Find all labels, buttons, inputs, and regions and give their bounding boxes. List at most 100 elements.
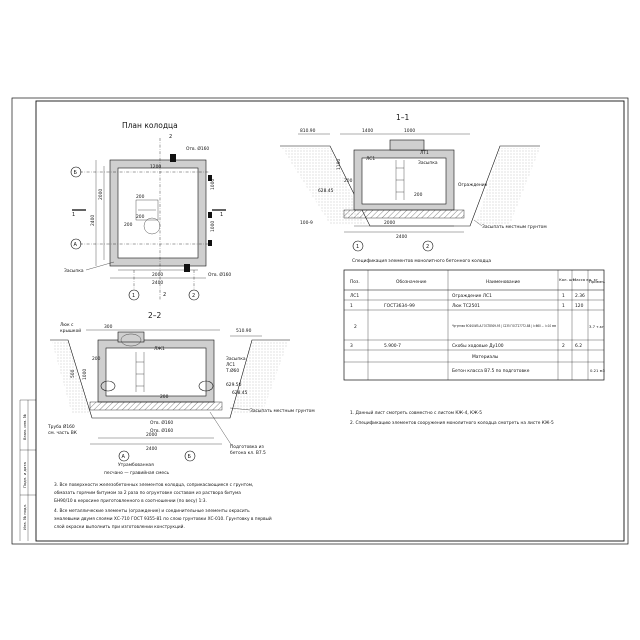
- section11-elev-bottom: 628.45: [318, 188, 334, 194]
- section22-hole-left: Отв. Ø160: [150, 419, 173, 426]
- plan-axis-2: 2: [192, 293, 195, 299]
- section22-fill: Засыпка: [226, 356, 246, 362]
- spec-header-name: Наименование: [486, 279, 520, 285]
- notes-right: 1. Данный лист смотреть совместно с лист…: [350, 409, 554, 426]
- spec-row6-note: 0.21 м3: [590, 368, 606, 373]
- spec-row6-name: Бетон класса В7.5 по подготовке: [452, 368, 530, 374]
- plan-hole-bottom: Отв. Ø160: [208, 271, 231, 278]
- section11-dim-1000: 1000: [404, 128, 415, 134]
- spec-header-mass: Масса ед. кг: [573, 277, 598, 282]
- plan-cut-1-left: 1: [72, 212, 75, 218]
- spec-row4-code: 5.900-7: [384, 343, 401, 349]
- plan-cut-1-right: 1: [220, 212, 223, 218]
- spec-row3-note: 3.7 т.кг: [589, 324, 604, 329]
- plan-axis-a: А: [74, 242, 78, 248]
- plan-title: План колодца: [122, 121, 178, 130]
- spec-header-code: Обозначение: [396, 278, 427, 285]
- plan-dim-2400-v: 2400: [90, 215, 96, 226]
- section22-title: 2–2: [148, 311, 162, 320]
- section22-elev-top: 510.90: [236, 328, 252, 334]
- section-1-1: 1–1 810.90 ЛС1 Засыпка ЛТ1 Ограждение 10…: [280, 113, 547, 252]
- section22-dim-500: 500: [70, 369, 76, 378]
- section11-axis-2: 2: [426, 244, 429, 250]
- section22-dim-2000: 2000: [146, 432, 157, 438]
- inner-frame: [35, 100, 625, 542]
- section11-dim-1400: 1400: [362, 128, 373, 134]
- plan-axis-b: Б: [74, 170, 78, 176]
- spec-row4-pos: 3: [350, 343, 353, 349]
- plan-dim-1200: 1200: [150, 164, 161, 170]
- table-row: 2 Чугунная 9СФ10И5-А-ГОСТ8509-93 | С235 …: [354, 323, 604, 330]
- spec-row2-name: Люк ТС2501: [452, 303, 480, 309]
- section22-elev-right: 629.50: [226, 382, 242, 388]
- spec-row2-code: ГОСТ3634–99: [384, 303, 415, 309]
- note-bottom-3: БН90/10 в керосине приготовленного в соо…: [54, 498, 207, 504]
- section22-axis-a: А: [122, 454, 126, 460]
- plan-dim-1000a: 1000: [210, 179, 216, 190]
- spec-row4-qty: 2: [562, 343, 565, 349]
- spec-row1-name: Ограждение ЛС1: [452, 293, 492, 299]
- section22-pipe-note-1: Труба Ø160: [47, 423, 75, 430]
- section11-title: 1–1: [396, 113, 410, 122]
- plan-dim-1000b: 1000: [210, 221, 216, 232]
- side-stamp: Инв. № подл. Подп. и дата Взам. инв. №: [19, 399, 36, 541]
- plan-view: План колодца 2 2 Отв. Ø160 Отв. Ø160 Б А…: [64, 121, 231, 301]
- section11-dim-1100: 1100: [336, 159, 342, 170]
- table-row: ЛС1 Ограждение ЛС1 1 2.36: [350, 293, 585, 299]
- spec-row4-name: Скобы ходовые Ду100: [452, 342, 504, 349]
- note-bottom-4: 4. Все металлические элементы (ограждени…: [54, 508, 250, 514]
- section11-fill: Засыпка: [418, 160, 438, 166]
- plan-section-mark-bottom: 2: [163, 292, 166, 298]
- plan-dim-200c: 200: [124, 222, 133, 228]
- spec-row1-pos: ЛС1: [350, 293, 359, 299]
- table-row: Бетон класса В7.5 по подготовке 0.21 м3: [452, 368, 606, 374]
- plan-section-mark-top: 2: [169, 134, 172, 140]
- section22-lid2: крышкой: [60, 327, 81, 334]
- spec-title: Спецификация элементов монолитного бетон…: [352, 257, 491, 264]
- plan-dim-2000-v: 2000: [98, 189, 104, 200]
- spec-row4-mass: 6.2: [575, 343, 582, 349]
- section11-dim-2000: 2000: [384, 220, 395, 226]
- spec-table: Спецификация элементов монолитного бетон…: [343, 257, 606, 381]
- section22-dim-2400: 2400: [146, 446, 157, 452]
- section11-100: 100-9: [300, 220, 313, 226]
- table-row: 1 ГОСТ3634–99 Люк ТС2501 1 120: [350, 303, 584, 309]
- section11-elev-top: 810.90: [300, 128, 316, 134]
- section11-dim-2400: 2400: [396, 234, 407, 240]
- section11-ls1: ЛС1: [366, 156, 375, 162]
- table-row: 3 5.900-7 Скобы ходовые Ду100 2 6.2: [350, 342, 582, 349]
- section22-dim-1000: 1000: [82, 369, 88, 380]
- note-bottom-1: 3. Все поверхности железобетонных элемен…: [54, 482, 253, 488]
- section11-note: Засыпать местным грунтом: [482, 224, 547, 230]
- plan-hole-top: Отв. Ø160: [186, 145, 209, 152]
- section22-under-title: Утрамбованная: [118, 461, 154, 468]
- section22-t60: Т.Ø60: [225, 367, 239, 374]
- stamp-replace-label: Взам. инв. №: [22, 414, 27, 440]
- note-right-2: 2. Спецификацию элементов сооружения мон…: [350, 420, 554, 426]
- spec-header-qty: Кол. шт.: [559, 277, 576, 282]
- plan-dim-2400-h: 2400: [152, 280, 163, 286]
- plan-dim-200a: 200: [136, 194, 145, 200]
- section22-base-note-1: Подготовка из: [230, 444, 264, 450]
- spec-header-pos: Поз.: [350, 279, 360, 285]
- table-row: Материалы: [472, 354, 499, 360]
- stamp-sign-label: Подп. и дата: [22, 462, 27, 488]
- section11-dim-200: 200: [344, 178, 353, 184]
- section22-under-sub: песчано — гравийная смесь: [104, 469, 170, 476]
- section22-elev-bottom: 628.45: [232, 390, 248, 396]
- section11-axis-1: 1: [356, 244, 359, 250]
- section11-dim-200b: 200: [414, 192, 423, 198]
- section22-dim-300: 300: [104, 324, 113, 330]
- plan-ground-label: Засыпка: [64, 268, 84, 274]
- section22-ground-note: Засыпать местным грунтом: [250, 408, 315, 414]
- note-bottom-5: эмалевыми двумя слоями ХС-710 ГОСТ 9355-…: [54, 515, 272, 522]
- spec-row3-pos: 2: [354, 324, 357, 330]
- section22-ls1: ЛС1: [226, 362, 235, 368]
- spec-header-note: Примеч.: [589, 279, 605, 284]
- section11-lt1: ЛТ1: [420, 150, 429, 156]
- section22-lzh1: ЛЖ1: [154, 346, 165, 352]
- spec-row2-qty: 1: [562, 303, 565, 309]
- spec-row1-mass: 2.36: [575, 293, 585, 299]
- section22-dim-200: 200: [92, 356, 101, 362]
